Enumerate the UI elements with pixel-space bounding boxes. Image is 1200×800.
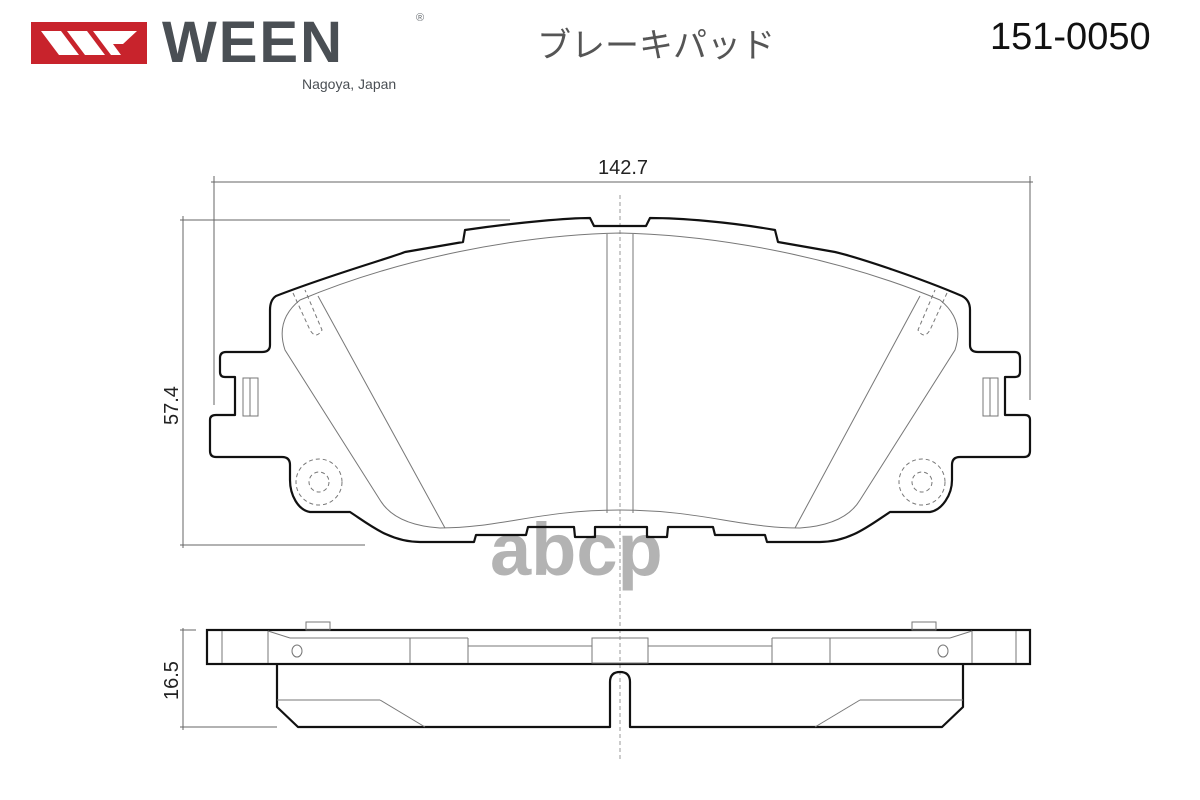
height-dimension <box>180 216 510 548</box>
part-number: 151-0050 <box>990 16 1151 58</box>
center-slot <box>606 234 634 513</box>
backing-plate-outline <box>208 216 1032 544</box>
pin-hole-right <box>898 458 946 506</box>
ween-logo-mark <box>31 22 147 64</box>
brand-location: Nagoya, Japan <box>302 76 397 92</box>
chamfer-lines <box>317 295 921 529</box>
brand-name: WEEN <box>162 10 344 75</box>
wear-indicator-right <box>917 289 948 336</box>
pin-hole-left <box>295 458 343 506</box>
backing-plate-side <box>205 621 1032 666</box>
height-label: 57.4 <box>161 386 183 425</box>
watermark: abcp <box>490 508 663 591</box>
width-dimension <box>211 176 1033 405</box>
wear-indicator-left <box>292 289 323 336</box>
header: WEEN ® Nagoya, Japan ブレーキパッド 151-0050 <box>0 0 1200 100</box>
thickness-dimension <box>180 628 277 730</box>
clip-slot-right <box>982 377 999 417</box>
friction-material-outline <box>281 232 959 529</box>
registered-mark: ® <box>416 12 425 24</box>
friction-block-side <box>275 665 965 729</box>
thickness-label: 16.5 <box>161 661 183 700</box>
product-title: ブレーキパッド <box>537 26 775 66</box>
clip-slot-left <box>242 377 259 417</box>
width-label: 142.7 <box>598 157 648 179</box>
friction-chamfer-lines <box>277 699 963 728</box>
ween-logo-icon <box>41 31 137 55</box>
